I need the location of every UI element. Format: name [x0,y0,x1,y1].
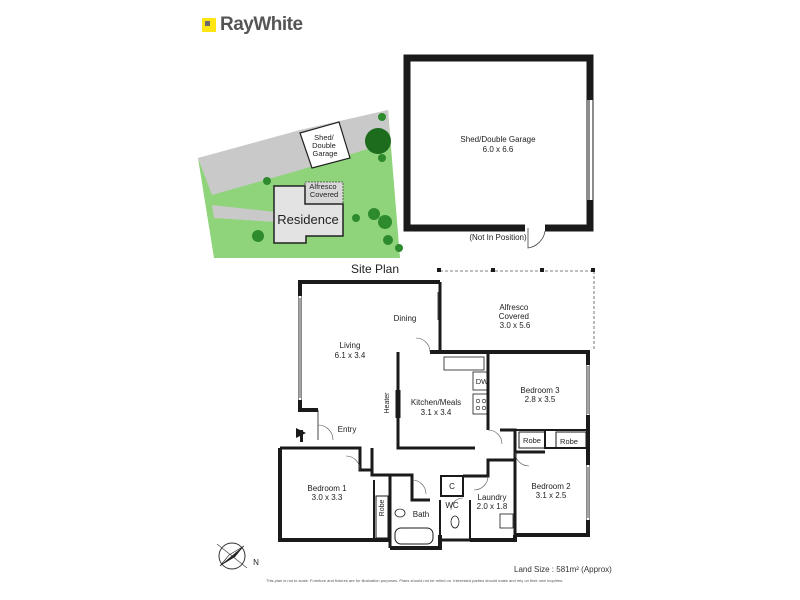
bedroom3-label: Bedroom 3 [520,386,560,395]
entry-arrow-icon [296,428,306,442]
living-dims: 6.1 x 3.4 [335,351,366,360]
site-plan: Shed/ Double Garage Alfresco Covered Res… [198,110,403,258]
dw-label: DW [476,377,489,386]
alfresco-dims: 3.0 x 5.6 [500,321,531,330]
brand-name: RayWhite [220,14,303,35]
bedroom1-dims: 3.0 x 3.3 [312,493,343,502]
kitchen-label: Kitchen/Meals [411,398,461,407]
alfresco-area [440,270,595,350]
tree-icon [252,113,403,252]
site-shed-label: Shed/ Double Garage [312,133,338,158]
site-shed-line: Double [312,141,336,150]
bedroom2-dims: 3.1 x 2.5 [536,491,567,500]
alfresco-posts [437,268,595,272]
heater-label: Heater [384,392,391,414]
bedroom3-dims: 2.8 x 3.5 [525,395,556,404]
laundry-label: Laundry [478,493,507,502]
garage: Shed/Double Garage 6.0 x 6.6 (Not In Pos… [403,54,594,249]
bedroom1-label: Bedroom 1 [307,484,347,493]
robe-b2-label: Robe [560,437,578,446]
kitchen-dims: 3.1 x 3.4 [421,408,452,417]
bedroom2-label: Bedroom 2 [531,482,571,491]
cupboard-label: C [449,482,455,491]
site-alfresco-label: Alfresco Covered [309,182,338,199]
wc-label: WC [445,501,459,510]
site-residence-label: Residence [277,212,338,227]
compass-icon [216,542,248,570]
garage-name: Shed/Double Garage [460,135,536,144]
dining-label: Dining [394,314,417,323]
laundry-dims: 2.0 x 1.8 [477,502,508,511]
robe-b3-label: Robe [523,436,541,445]
bath-label: Bath [413,510,429,519]
living-label: Living [340,341,361,350]
alfresco-label: Alfresco Covered 3.0 x 5.6 [499,303,531,330]
raywhite-logo-icon [202,18,216,32]
house-plan [278,268,595,550]
path [212,205,276,222]
disclaimer: This plan is not to scale. Furniture and… [266,578,564,583]
entry-label: Entry [338,425,357,434]
site-shed-line: Shed/ [314,133,335,142]
site-shed [299,121,351,169]
garage-dims: 6.0 x 6.6 [483,145,514,154]
brand-logo: RayWhite [202,14,303,36]
site-plan-title: Site Plan [350,262,400,276]
garage-note: (Not In Position) [469,233,527,242]
compass-north-label: N [253,558,259,567]
land-size: Land Size : 581m² (Approx) [514,565,612,574]
site-shed-line: Garage [312,149,337,158]
robe-b1-label: Robe [379,500,386,517]
site-residence [273,185,344,244]
